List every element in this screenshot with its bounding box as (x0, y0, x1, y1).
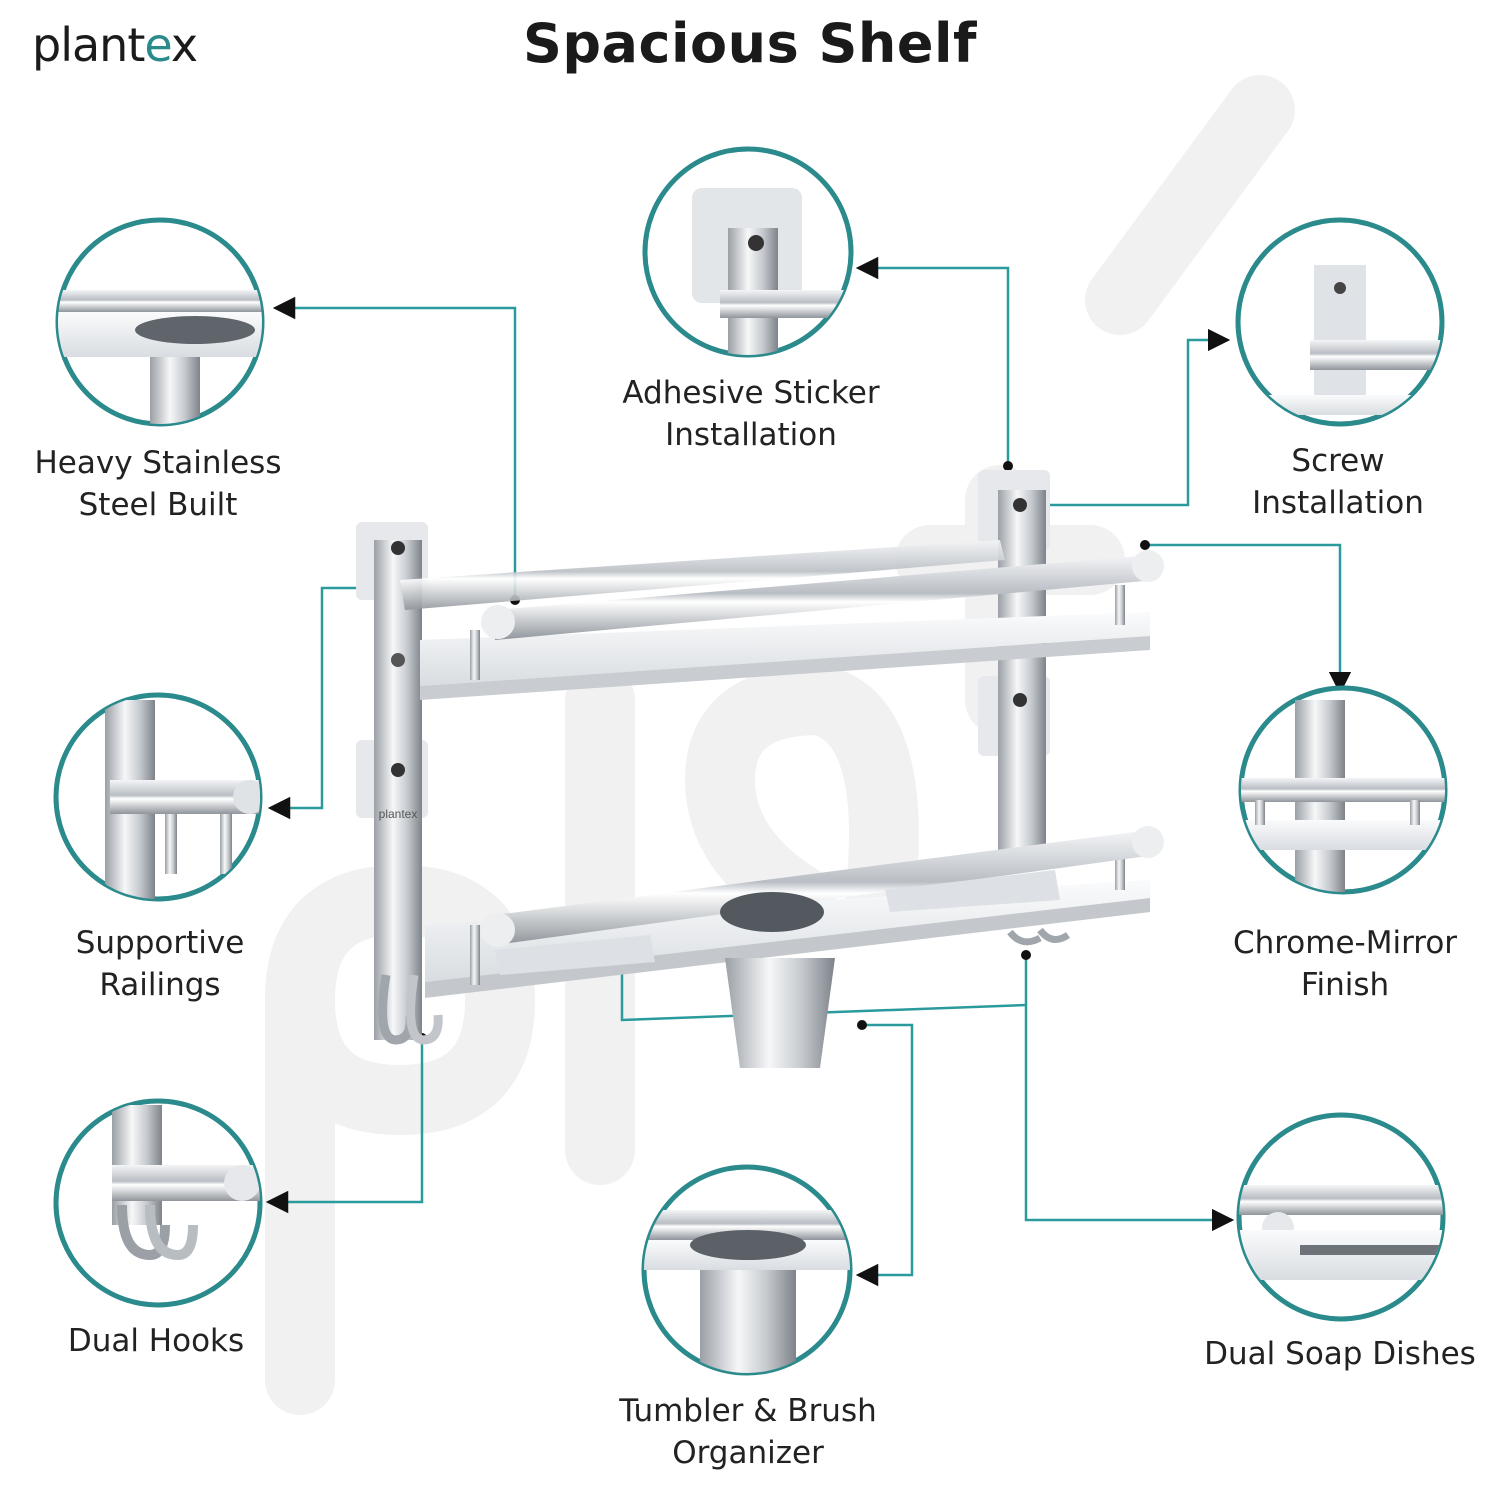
connector-soap-left (620, 953, 1027, 1022)
feature-line1: Supportive (75, 925, 245, 961)
feature-line1: Screw (1291, 443, 1385, 479)
detail-circle-tumbler (641, 1164, 853, 1376)
detail-circle-chrome (1238, 685, 1448, 895)
feature-label-hooks: Dual Hooks (0, 1320, 326, 1362)
feature-label-soap: Dual Soap Dishes (1170, 1333, 1500, 1375)
logo-text: plant (32, 18, 145, 72)
logo-end-text: x (170, 18, 198, 72)
connector-hooks (265, 1038, 424, 1214)
detail-circle-rails (53, 692, 263, 902)
detail-circle-hooks (53, 1098, 263, 1308)
product-mark-text: plantex (379, 807, 418, 821)
page-title: Spacious Shelf (523, 12, 977, 75)
feature-line1: Dual Hooks (67, 1323, 245, 1359)
shelf-product (356, 470, 1164, 1068)
feature-line1: Dual Soap Dishes (1204, 1336, 1476, 1372)
feature-label-tumbler: Tumbler & Brush Organizer (578, 1390, 918, 1474)
connector-soap (1024, 955, 1235, 1232)
connector-sticker (855, 256, 1010, 466)
feature-line2: Organizer (672, 1435, 824, 1471)
feature-line1: Adhesive Sticker (622, 375, 880, 411)
feature-label-steel: Heavy Stainless Steel Built (0, 442, 328, 526)
connector-chrome (1145, 543, 1352, 695)
feature-line1: Heavy Stainless (34, 445, 282, 481)
connector-screw (1030, 328, 1231, 507)
feature-line2: Finish (1300, 967, 1390, 1003)
feature-label-screw: Screw Installation (1168, 440, 1500, 524)
feature-line2: Installation (665, 417, 837, 453)
brand-logo: plantex (32, 18, 198, 72)
connector-steel (272, 296, 517, 600)
feature-line2: Railings (99, 967, 221, 1003)
connector-tumbler (855, 1023, 914, 1287)
detail-circle-sticker (642, 146, 854, 358)
feature-line2: Steel Built (78, 487, 238, 523)
feature-line1: Tumbler & Brush (619, 1393, 877, 1429)
logo-accent-text: e (144, 18, 171, 72)
feature-label-chrome: Chrome-Mirror Finish (1175, 922, 1500, 1006)
feature-line2: Installation (1252, 485, 1424, 521)
feature-line1: Chrome-Mirror (1232, 925, 1458, 961)
feature-label-rails: Supportive Railings (0, 922, 330, 1006)
detail-circle-steel (55, 217, 265, 427)
detail-circle-soap (1236, 1112, 1446, 1322)
detail-circle-screw (1235, 217, 1445, 427)
feature-label-sticker: Adhesive Sticker Installation (581, 372, 921, 456)
